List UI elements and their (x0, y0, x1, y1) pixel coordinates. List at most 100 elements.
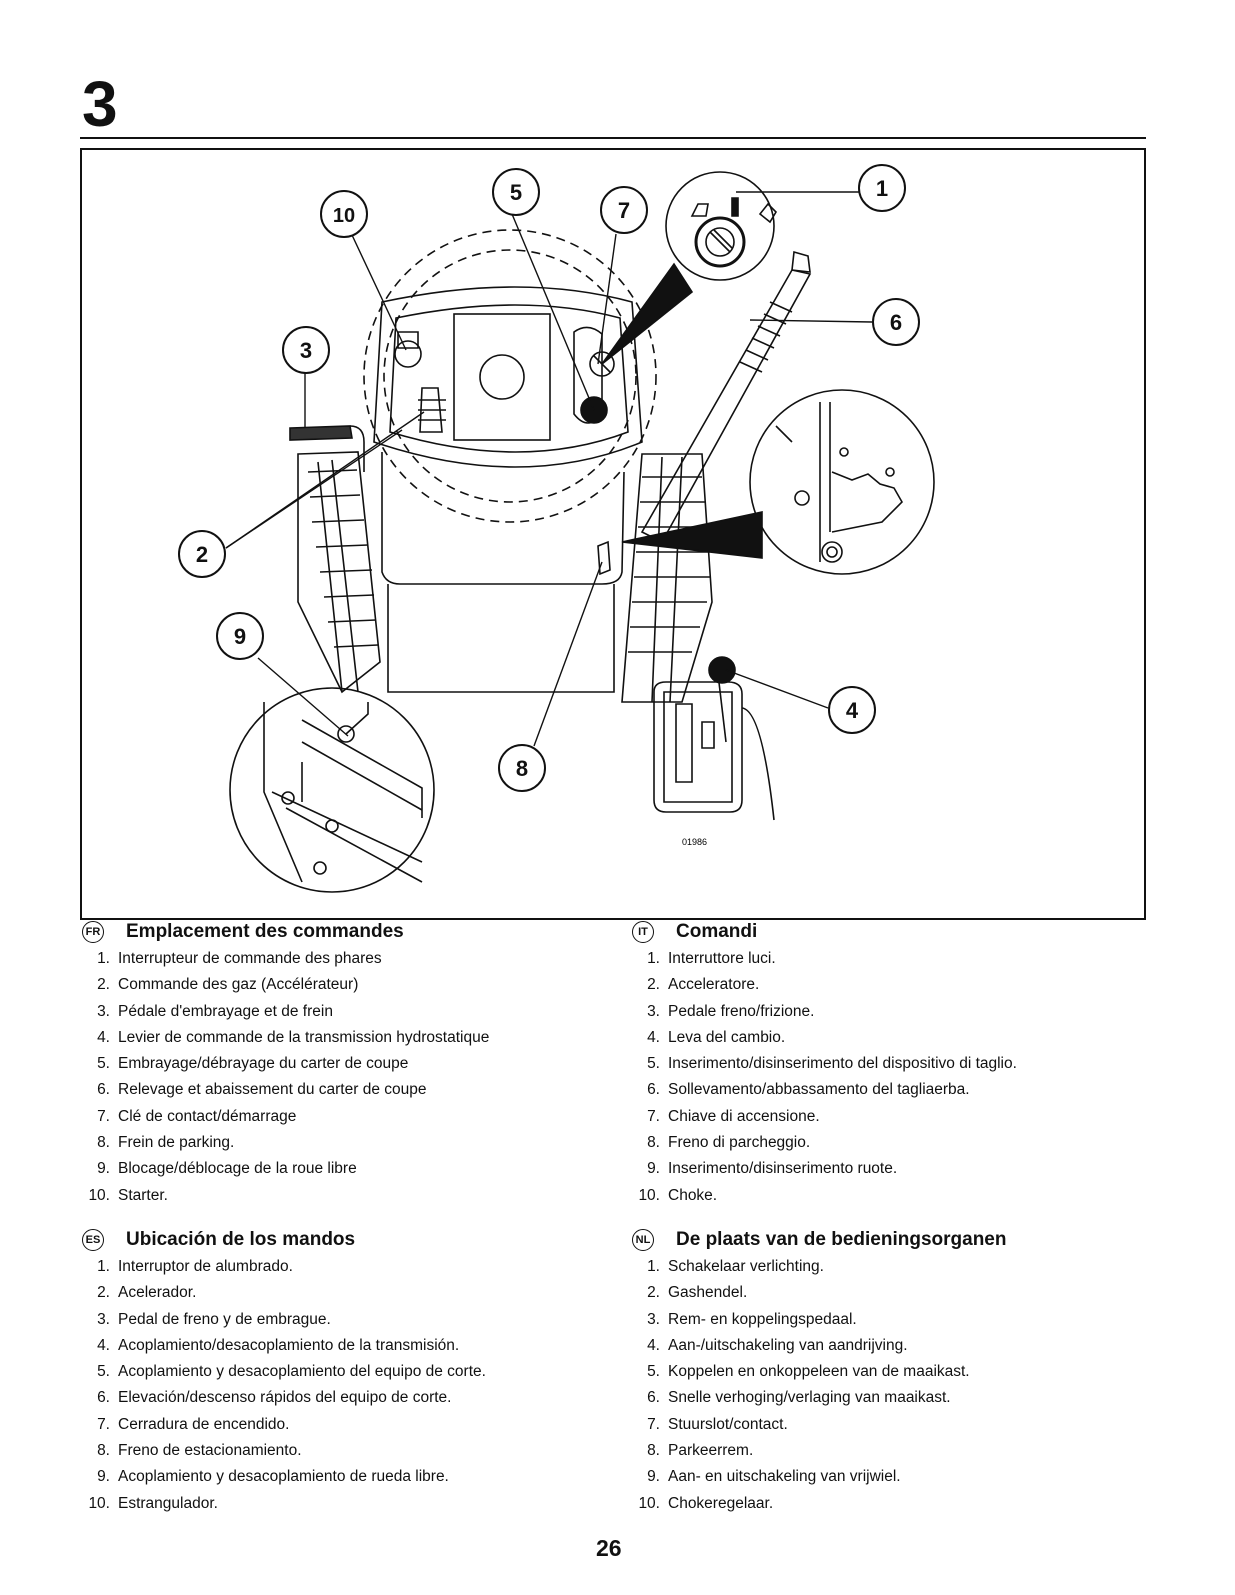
list-item-number: 10. (638, 1186, 660, 1204)
list-item-text: Rem- en koppelingspedaal. (668, 1310, 857, 1328)
callout-label: 10 (333, 205, 355, 227)
list-item-text: Sollevamento/abbassamento del tagliaerba… (668, 1081, 970, 1099)
list-item: 8.Frein de parking. (82, 1130, 642, 1156)
callout-label: 5 (510, 180, 522, 205)
item-list-nl: 1.Schakelaar verlichting.2.Gashendel.3.R… (632, 1254, 1192, 1517)
list-item: 10. Starter. (82, 1183, 642, 1209)
list-item: 8.Parkeerrem. (632, 1438, 1192, 1464)
section-title-nl: De plaats van de bedieningsorganen (676, 1229, 1007, 1250)
list-item-number: 10. (88, 1494, 110, 1512)
list-item-number: 3. (647, 1002, 660, 1020)
callout-8: 8 (498, 744, 546, 792)
list-item-text: Acoplamiento y desacoplamiento del equip… (118, 1363, 486, 1381)
list-item-number: 4. (647, 1336, 660, 1354)
list-item: 5.Acoplamiento y desacoplamiento del equ… (82, 1359, 642, 1385)
list-item-number: 1. (647, 950, 660, 967)
ignition-key-small (589, 351, 615, 377)
page-number: 26 (596, 1535, 622, 1561)
list-item: 4.Aan-/uitschakeling van aandrijving. (632, 1333, 1192, 1359)
left-floor-mat (297, 451, 381, 694)
parking-brake (597, 540, 611, 576)
callout-label: 6 (890, 310, 902, 335)
list-item-text: Pedale freno/frizione. (668, 1002, 815, 1020)
list-item-number: 5. (647, 1055, 660, 1073)
list-item-number: 10. (88, 1186, 110, 1204)
list-item-text: Starter. (118, 1186, 168, 1204)
list-item-number: 9. (647, 1160, 660, 1178)
list-item-number: 5. (97, 1055, 110, 1073)
list-item-text: Relevage et abaissement du carter de cou… (118, 1081, 427, 1099)
list-item-number: 2. (647, 1284, 660, 1302)
list-item-text: Frein de parking. (118, 1134, 235, 1152)
list-item: 3.Pédale d'embrayage et de frein (82, 999, 642, 1025)
list-item: 2.Acceleratore. (632, 972, 1192, 998)
list-item-number: 7. (97, 1415, 110, 1433)
list-item: 4.Leva del cambio. (632, 1025, 1192, 1051)
list-item-number: 2. (97, 1284, 110, 1302)
section-title-it: Comandi (676, 921, 758, 942)
list-item-number: 8. (97, 1442, 110, 1460)
list-item-number: 4. (647, 1028, 660, 1046)
list-item-number: 1. (647, 1258, 660, 1275)
list-item-number: 9. (647, 1468, 660, 1486)
list-item-text: Stuurslot/contact. (668, 1415, 788, 1433)
list-item: 9.Acoplamiento y desacoplamiento de rued… (82, 1464, 642, 1490)
list-item: 10. Estrangulador. (82, 1491, 642, 1517)
section-nl: NL De plaats van de bedieningsorganen 1.… (632, 1226, 1192, 1517)
list-item: 5.Embrayage/débrayage du carter de coupe (82, 1051, 642, 1077)
list-item: 10. Chokeregelaar. (632, 1491, 1192, 1517)
list-item-text: Estrangulador. (118, 1494, 218, 1512)
list-item-number: 10. (638, 1494, 660, 1512)
list-item: 5. Inserimento/disinserimento del disposi… (632, 1051, 1192, 1077)
list-item: 7.Clé de contact/démarrage (82, 1104, 642, 1130)
list-item-number: 6. (97, 1081, 110, 1099)
dashboard (373, 286, 643, 468)
callout-label: 2 (196, 542, 208, 567)
list-item: 4.Levier de commande de la transmission … (82, 1025, 642, 1051)
list-item-text: Blocage/déblocage de la roue libre (118, 1160, 357, 1178)
list-item-text: Interruttore luci. (668, 950, 776, 967)
list-item-text: Chokeregelaar. (668, 1494, 774, 1512)
list-item-number: 4. (97, 1028, 110, 1046)
list-item: 6.Elevación/descenso rápidos del equipo … (82, 1385, 642, 1411)
list-item: 9. Aan- en uitschakeling van vrijwiel. (632, 1464, 1192, 1490)
list-item: 6.Snelle verhoging/verlaging van maaikas… (632, 1385, 1192, 1411)
list-item: 1. Interruttore luci. (632, 946, 1192, 972)
callout-label: 4 (846, 698, 859, 723)
list-item-number: 6. (97, 1389, 110, 1407)
lang-badge-fr: FR (82, 921, 104, 943)
lang-badge-es: ES (82, 1229, 104, 1251)
section-it: IT Comandi 1. Interruttore luci. 2.Acceler… (632, 918, 1192, 1209)
lang-badge-it: IT (632, 921, 654, 943)
list-item-text: Acelerador. (118, 1284, 197, 1302)
list-item: 2.Commande des gaz (Accélérateur) (82, 972, 642, 998)
list-item-text: Inserimento/disinserimento del dispositi… (668, 1055, 1017, 1073)
list-item-text: Aan- en uitschakeling van vrijwiel. (668, 1468, 901, 1486)
list-item-number: 9. (97, 1468, 110, 1486)
list-item: 8.Freno di parcheggio. (632, 1130, 1192, 1156)
list-item-text: Chiave di accensione. (668, 1107, 820, 1125)
list-item-number: 7. (647, 1415, 660, 1433)
list-item-text: Pedal de freno y de embrague. (118, 1310, 331, 1328)
list-item-text: Schakelaar verlichting. (668, 1258, 824, 1275)
list-item-text: Freno di parcheggio. (668, 1134, 811, 1152)
lang-badge-nl: NL (632, 1229, 654, 1251)
list-item-number: 3. (97, 1310, 110, 1328)
section-title-es: Ubicación de los mandos (126, 1229, 356, 1250)
throttle-lever (419, 387, 443, 433)
list-item: 7.Cerradura de encendido. (82, 1412, 642, 1438)
callout-3: 3 (282, 326, 330, 374)
dashboard-gauge (479, 354, 525, 400)
tractor-lower-body (387, 584, 615, 693)
callout-label: 8 (516, 756, 528, 781)
section-es: ES Ubicación de los mandos 1.Interruptor… (82, 1226, 642, 1517)
list-item: 6. Relevage et abaissement du carter de c… (82, 1077, 642, 1103)
list-item-number: 7. (647, 1107, 660, 1125)
right-floor-mat (621, 453, 713, 703)
list-item: 7. Chiave di accensione. (632, 1104, 1192, 1130)
callout-5: 5 (492, 168, 540, 216)
list-item: 2.Gashendel. (632, 1280, 1192, 1306)
list-item: 3. Pedal de freno y de embrague. (82, 1307, 642, 1333)
list-item: 1. Schakelaar verlichting. (632, 1254, 1192, 1280)
